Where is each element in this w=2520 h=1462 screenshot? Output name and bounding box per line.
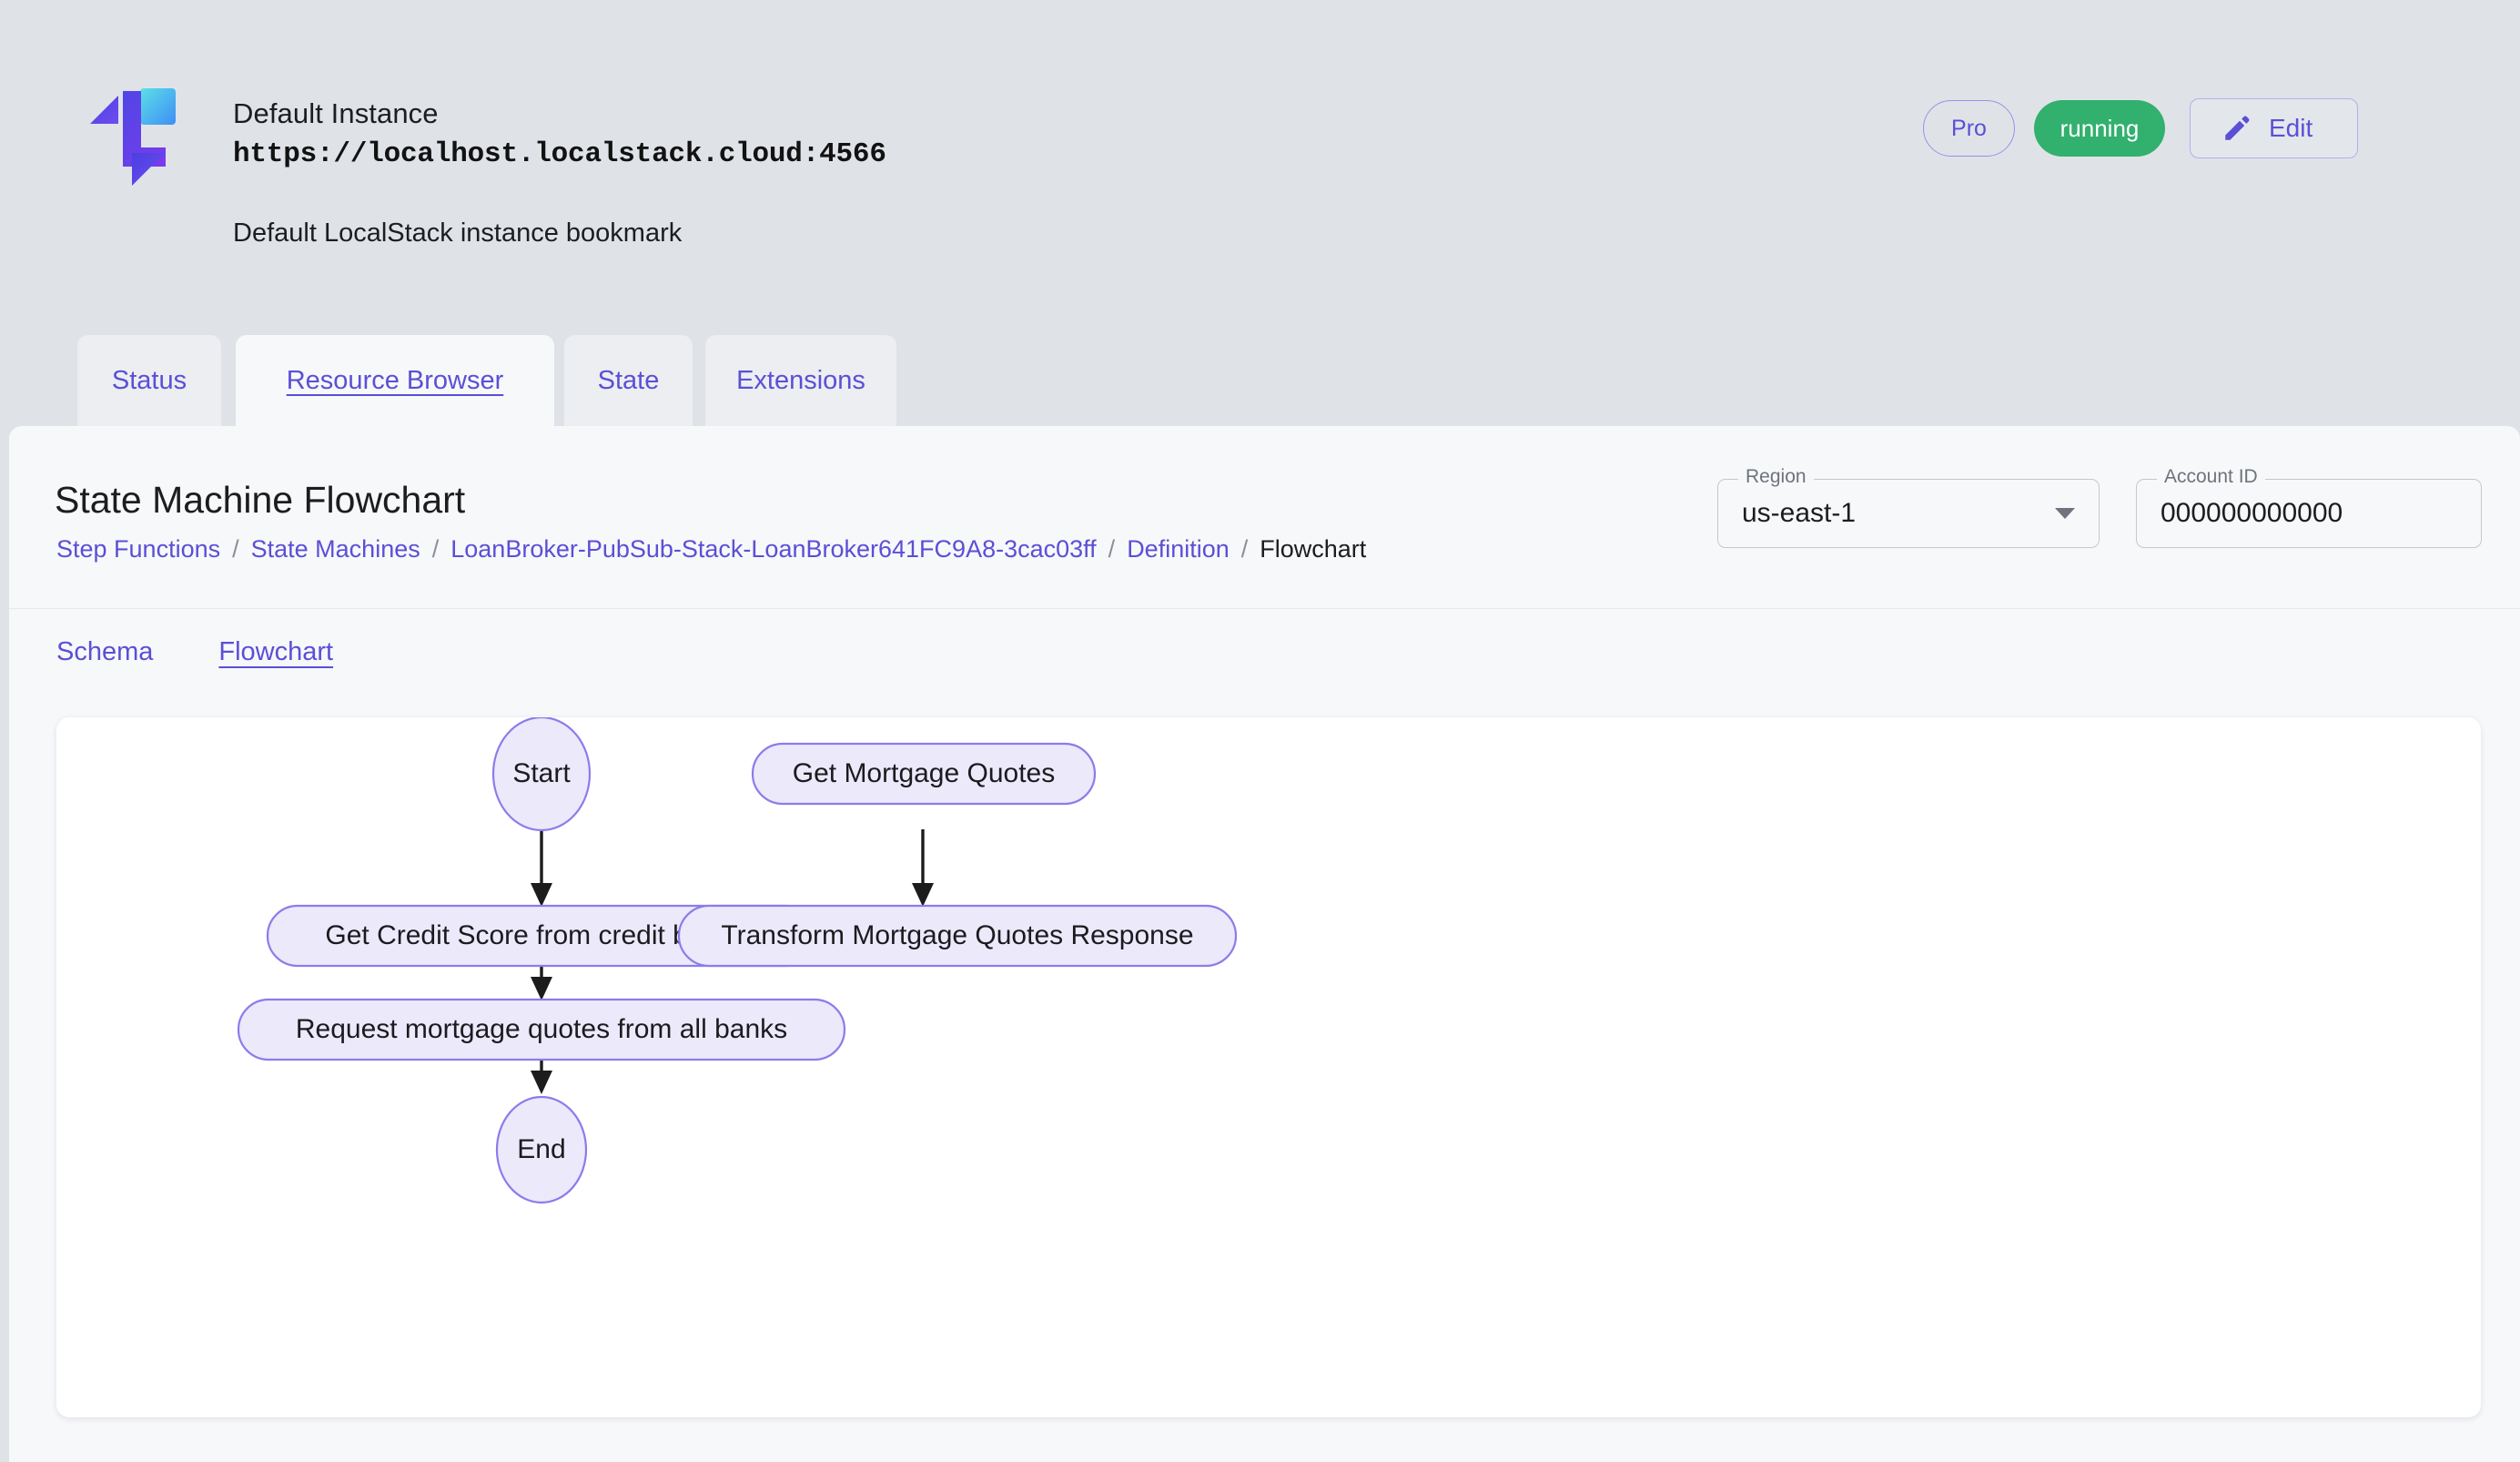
localstack-logo-icon	[84, 80, 182, 188]
page-title: State Machine Flowchart	[55, 479, 466, 521]
tab-extensions-label: Extensions	[736, 365, 865, 395]
tab-status[interactable]: Status	[77, 335, 221, 426]
edit-button-label: Edit	[2269, 114, 2313, 142]
plan-badge-label: Pro	[1951, 115, 1987, 141]
tab-state-label: State	[597, 365, 660, 395]
instance-name: Default Instance	[233, 97, 439, 129]
instance-endpoint-url: https://localhost.localstack.cloud:4566	[233, 138, 886, 170]
status-badge[interactable]: running	[2034, 100, 2165, 157]
account-id-input[interactable]: Account ID 000000000000	[2136, 466, 2482, 548]
flow-node-end-label: End	[517, 1134, 565, 1164]
breadcrumb-separator: /	[431, 535, 440, 563]
content-panel: State Machine Flowchart Step Functions /…	[9, 426, 2520, 1462]
flow-node-transform-response-label: Transform Mortgage Quotes Response	[721, 920, 1193, 950]
breadcrumb-item-definition[interactable]: Definition	[1127, 535, 1230, 563]
account-id-value: 000000000000	[2161, 498, 2343, 528]
subtab-schema[interactable]: Schema	[56, 637, 154, 666]
breadcrumb-separator: /	[1240, 535, 1249, 563]
plan-badge-pro[interactable]: Pro	[1923, 100, 2015, 157]
flow-node-request-quotes[interactable]: Request mortgage quotes from all banks	[237, 998, 846, 1061]
tab-state[interactable]: State	[564, 335, 693, 426]
sub-tabs: Schema Flowchart	[9, 608, 2520, 695]
tab-resource-browser-label: Resource Browser	[286, 365, 504, 395]
breadcrumb-item-flowchart: Flowchart	[1260, 535, 1367, 563]
chevron-down-icon[interactable]	[2055, 508, 2075, 519]
tab-extensions[interactable]: Extensions	[705, 335, 896, 426]
status-badge-label: running	[2060, 114, 2140, 142]
flow-node-get-mortgage-quotes-label: Get Mortgage Quotes	[793, 758, 1056, 788]
breadcrumb-separator: /	[1108, 535, 1116, 563]
flow-node-start-label: Start	[512, 758, 571, 788]
breadcrumb-item-step-functions[interactable]: Step Functions	[56, 535, 221, 563]
account-id-label: Account ID	[2157, 466, 2265, 488]
flow-node-start[interactable]: Start	[491, 717, 592, 832]
flowchart-canvas[interactable]: Start Get Credit Score from credit burea…	[56, 717, 2481, 1417]
breadcrumb-separator: /	[232, 535, 239, 563]
tab-resource-browser[interactable]: Resource Browser	[236, 335, 554, 426]
instance-description: Default LocalStack instance bookmark	[233, 218, 683, 248]
edge-start-to-credit	[531, 829, 552, 907]
region-value: us-east-1	[1742, 498, 1857, 528]
flow-node-request-quotes-label: Request mortgage quotes from all banks	[296, 1014, 787, 1044]
edit-button[interactable]: Edit	[2190, 98, 2358, 158]
main-tabs: Status Resource Browser State Extensions	[0, 335, 2520, 426]
breadcrumb-item-state-machines[interactable]: State Machines	[250, 535, 420, 563]
flow-node-transform-response[interactable]: Transform Mortgage Quotes Response	[677, 904, 1238, 968]
tab-status-label: Status	[111, 365, 187, 395]
pencil-icon	[2221, 113, 2252, 144]
flow-node-get-mortgage-quotes[interactable]: Get Mortgage Quotes	[751, 742, 1097, 806]
region-select[interactable]: Region us-east-1	[1717, 466, 2100, 548]
breadcrumb: Step Functions / State Machines / LoanBr…	[56, 535, 1366, 563]
breadcrumb-item-state-machine-name[interactable]: LoanBroker-PubSub-Stack-LoanBroker641FC9…	[450, 535, 1097, 563]
flow-node-end[interactable]: End	[495, 1095, 588, 1204]
region-label: Region	[1738, 466, 1814, 488]
edge-getquotes-to-transform	[912, 829, 934, 907]
subtab-flowchart[interactable]: Flowchart	[218, 637, 334, 666]
